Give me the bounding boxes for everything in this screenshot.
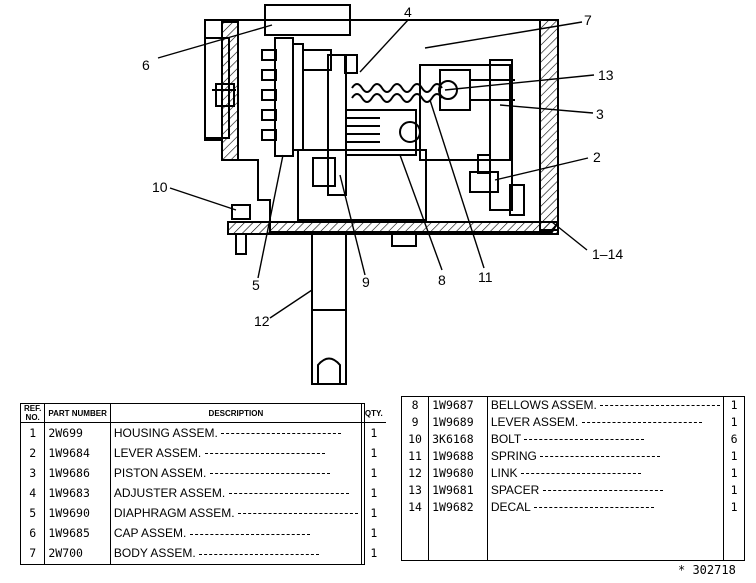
description: BELLOWS ASSEM. bbox=[487, 397, 725, 414]
callout-4: 4 bbox=[404, 4, 412, 20]
part-number: 1W9690 bbox=[44, 503, 111, 524]
description: LEVER ASSEM. bbox=[110, 443, 362, 464]
qty: 1 bbox=[730, 415, 738, 429]
ref-no: 8 bbox=[402, 397, 430, 414]
part-number: 3K6168 bbox=[428, 431, 488, 448]
qty: 1 bbox=[730, 449, 738, 463]
description: LINK bbox=[487, 465, 725, 482]
part-number: 1W9686 bbox=[44, 463, 111, 484]
ref-no: 4 bbox=[21, 483, 46, 504]
description: DIAPHRAGM ASSEM. bbox=[110, 503, 362, 524]
table-filler-row bbox=[402, 516, 744, 560]
qty: 1 bbox=[730, 466, 738, 480]
qty: 1 bbox=[370, 546, 378, 561]
ref-no: 14 bbox=[402, 499, 430, 516]
ref-no: 5 bbox=[21, 503, 46, 524]
callout-12: 12 bbox=[254, 313, 270, 329]
header-ref-no: REF. NO. bbox=[21, 404, 46, 423]
qty: 1 bbox=[370, 445, 378, 460]
qty: 1 bbox=[370, 425, 378, 440]
description: PISTON ASSEM. bbox=[110, 463, 362, 484]
part-number: 1W9680 bbox=[428, 465, 488, 482]
ref-no: 6 bbox=[21, 523, 46, 544]
header-description: DESCRIPTION bbox=[110, 404, 362, 423]
qty: 1 bbox=[370, 486, 378, 501]
qty: 1 bbox=[730, 398, 738, 412]
part-number: 2W700 bbox=[44, 543, 111, 564]
part-number: 1W9688 bbox=[428, 448, 488, 465]
description: HOUSING ASSEM. bbox=[110, 422, 362, 444]
part-number: 1W9689 bbox=[428, 414, 488, 431]
callout-9: 9 bbox=[362, 274, 370, 290]
header-part-number: PART NUMBER bbox=[44, 404, 111, 423]
part-number: 1W9687 bbox=[428, 397, 488, 414]
ref-no: 13 bbox=[402, 482, 430, 499]
description: DECAL bbox=[487, 499, 725, 516]
ref-no: 1 bbox=[21, 422, 46, 444]
qty: 1 bbox=[730, 483, 738, 497]
ref-no: 10 bbox=[402, 431, 430, 448]
callout-6: 6 bbox=[142, 57, 150, 73]
description: BOLT bbox=[487, 431, 725, 448]
description: ADJUSTER ASSEM. bbox=[110, 483, 362, 504]
part-number: 1W9682 bbox=[428, 499, 488, 516]
description: LEVER ASSEM. bbox=[487, 414, 725, 431]
qty: 6 bbox=[730, 432, 738, 446]
callout-2: 2 bbox=[593, 149, 601, 165]
qty: 1 bbox=[370, 506, 378, 521]
part-number: 2W699 bbox=[44, 422, 111, 444]
callout-3: 3 bbox=[596, 106, 604, 122]
callout-7: 7 bbox=[584, 12, 592, 28]
description: SPACER bbox=[487, 482, 725, 499]
ref-no: 12 bbox=[402, 465, 430, 482]
ref-no: 2 bbox=[21, 443, 46, 464]
description: CAP ASSEM. bbox=[110, 523, 362, 544]
qty: 1 bbox=[370, 465, 378, 480]
callout-10: 10 bbox=[152, 179, 168, 195]
description: BODY ASSEM. bbox=[110, 543, 362, 564]
header-qty: QTY. bbox=[361, 404, 386, 423]
callout-8: 8 bbox=[438, 272, 446, 288]
callout-5: 5 bbox=[252, 277, 260, 293]
exploded-assembly-drawing: 4 7 6 13 3 2 10 1–14 5 9 8 11 12 bbox=[142, 4, 623, 385]
part-number: 1W9681 bbox=[428, 482, 488, 499]
qty: 1 bbox=[730, 500, 738, 514]
part-number: 1W9683 bbox=[44, 483, 111, 504]
callout-11: 11 bbox=[478, 269, 493, 285]
part-number: 1W9684 bbox=[44, 443, 111, 464]
callout-13: 13 bbox=[598, 67, 614, 83]
catalog-number: * 302718 bbox=[678, 563, 736, 577]
part-number: 1W9685 bbox=[44, 523, 111, 544]
ref-no: 9 bbox=[402, 414, 430, 431]
callout-1-14: 1–14 bbox=[592, 246, 623, 262]
ref-no: 7 bbox=[21, 543, 46, 564]
ref-no: 11 bbox=[402, 448, 430, 465]
description: SPRING bbox=[487, 448, 725, 465]
qty: 1 bbox=[370, 526, 378, 541]
ref-no: 3 bbox=[21, 463, 46, 484]
